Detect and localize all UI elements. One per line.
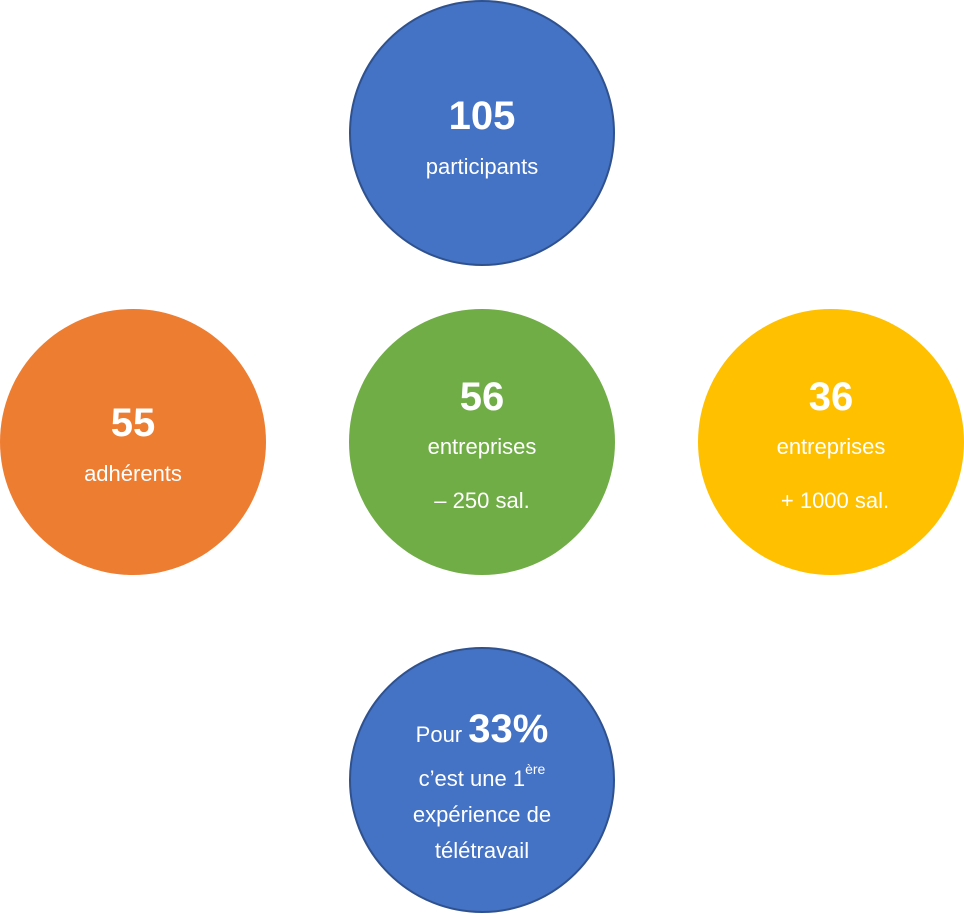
telework-line2-text: c’est une 1: [418, 766, 526, 791]
adherents-circle: 55 adhérents: [0, 309, 266, 575]
large-companies-value: 36: [808, 375, 854, 419]
telework-line2: c’est une 1ère: [351, 762, 613, 791]
participants-circle: 105 participants: [349, 0, 615, 266]
small-companies-circle: 56 entreprises – 250 sal.: [349, 309, 615, 575]
small-companies-value: 56: [459, 375, 505, 419]
telework-line2-sup: ère: [525, 761, 546, 777]
large-companies-circle: 36 entreprises + 1000 sal.: [698, 309, 964, 575]
small-companies-sublabel: – 250 sal.: [434, 488, 530, 513]
telework-percent: 33%: [468, 707, 549, 751]
telework-headline: Pour 33%: [351, 707, 613, 757]
telework-circle: Pour 33% c’est une 1ère expérience de té…: [349, 647, 615, 913]
telework-prefix: Pour: [415, 722, 463, 747]
adherents-label: adhérents: [84, 461, 182, 486]
participants-label: participants: [425, 154, 539, 179]
telework-line3: expérience de: [412, 802, 552, 827]
large-companies-sublabel: + 1000 sal.: [780, 488, 890, 513]
large-companies-label: entreprises: [776, 434, 886, 459]
small-companies-label: entreprises: [427, 434, 537, 459]
adherents-value: 55: [110, 401, 156, 445]
participants-value: 105: [448, 94, 516, 138]
telework-line4: télétravail: [434, 838, 530, 863]
